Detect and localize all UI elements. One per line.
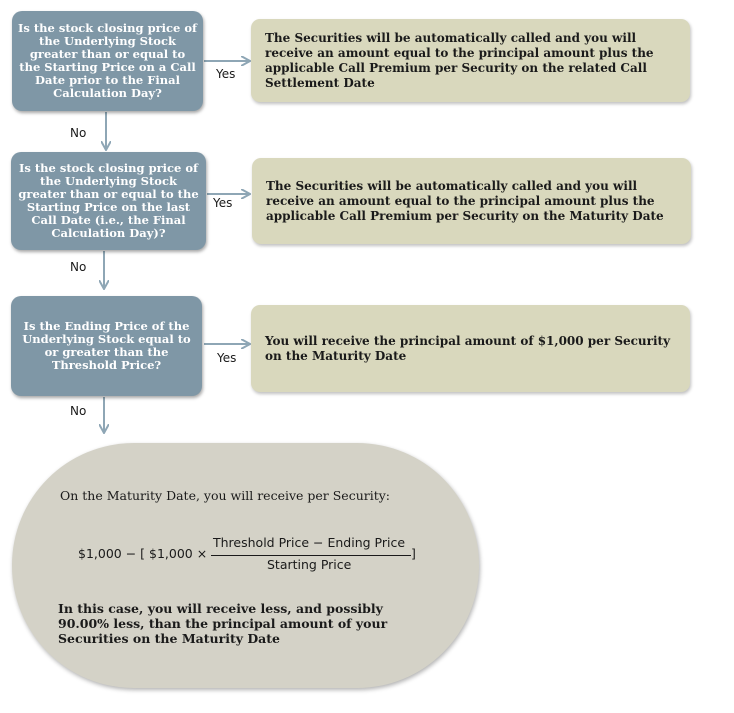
- question-box-3: Is the Ending Price of the Underlying St…: [11, 296, 202, 396]
- question-text-1: Is the stock closing price of the Underl…: [18, 21, 197, 100]
- final-note: In this case, you will receive less, and…: [58, 601, 388, 646]
- question-box-1: Is the stock closing price of the Underl…: [12, 11, 203, 111]
- answer-text-1: The Securities will be automatically cal…: [265, 30, 654, 90]
- final-outcome-box: [12, 443, 479, 688]
- answer-box-3: You will receive the principal amount of…: [251, 305, 690, 392]
- answer-text-2: The Securities will be automatically cal…: [266, 178, 664, 223]
- answer-text-3: You will receive the principal amount of…: [265, 333, 671, 363]
- fraction-bar: [211, 555, 411, 556]
- formula-lead: $1,000 − [ $1,000 ×: [78, 546, 208, 561]
- question-text-2: Is the stock closing price of the Underl…: [18, 161, 199, 240]
- yes-label-2: Yes: [213, 196, 233, 210]
- answer-box-1: The Securities will be automatically cal…: [251, 19, 690, 102]
- no-label-3: No: [70, 404, 87, 418]
- no-label-1: No: [70, 126, 87, 140]
- question-box-2: Is the stock closing price of the Underl…: [11, 152, 206, 250]
- yes-label-1: Yes: [216, 67, 236, 81]
- yes-label-3: Yes: [217, 351, 237, 365]
- formula-numerator: Threshold Price − Ending Price: [213, 535, 406, 550]
- final-intro-text: On the Maturity Date, you will receive p…: [60, 488, 391, 503]
- question-text-3: Is the Ending Price of the Underlying St…: [22, 319, 191, 372]
- no-label-2: No: [70, 260, 87, 274]
- answer-box-2: The Securities will be automatically cal…: [252, 158, 691, 244]
- formula-close: ]: [411, 546, 416, 561]
- formula-denominator: Starting Price: [267, 557, 352, 572]
